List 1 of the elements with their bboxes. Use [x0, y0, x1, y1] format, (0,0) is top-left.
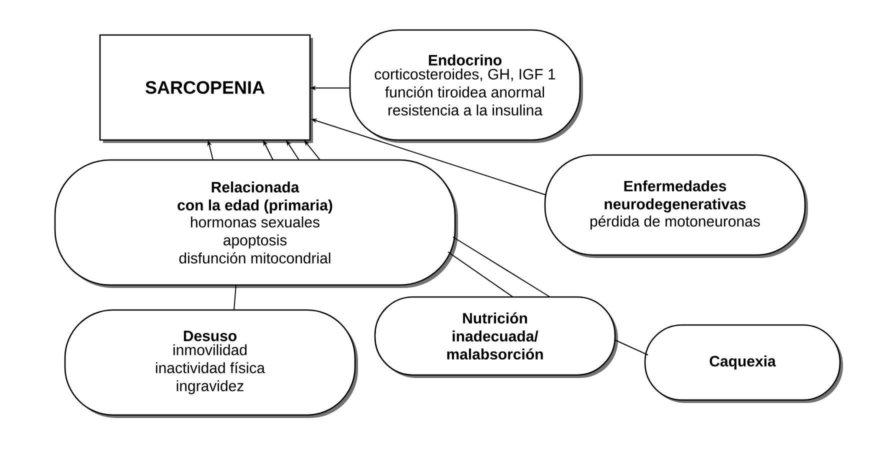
title-box: SARCOPENIA [99, 34, 313, 143]
